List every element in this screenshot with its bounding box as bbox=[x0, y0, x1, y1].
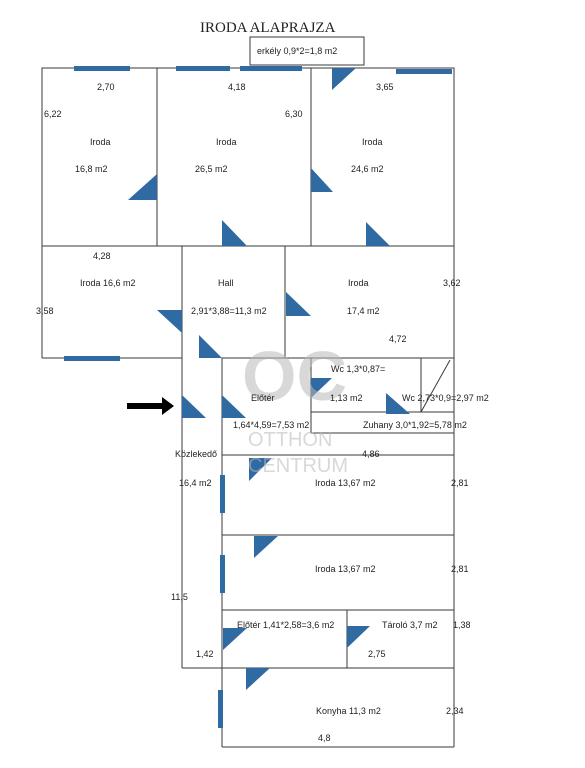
watermark-line1: OTTHON bbox=[248, 429, 332, 451]
eloter1-area: 1,64*4,59=7,53 m2 bbox=[233, 420, 309, 430]
doors bbox=[128, 68, 410, 690]
room-7-name: Iroda 13,67 m2 bbox=[315, 478, 376, 488]
door bbox=[311, 168, 333, 192]
window bbox=[220, 475, 225, 513]
room-1-area: 16,8 m2 bbox=[75, 164, 108, 174]
dim-2-75: 2,75 bbox=[368, 649, 386, 659]
door bbox=[157, 310, 182, 333]
door bbox=[222, 220, 247, 246]
wc1-name: Wc 1,3*0,87= bbox=[331, 364, 385, 374]
door bbox=[311, 378, 332, 398]
tarolo-name: Tároló 3,7 m2 bbox=[382, 620, 438, 630]
plan-title: IRODA ALAPRAJZA bbox=[200, 20, 336, 36]
door bbox=[199, 335, 222, 358]
window bbox=[64, 356, 120, 361]
room-2-area: 26,5 m2 bbox=[195, 164, 228, 174]
window bbox=[218, 690, 223, 728]
door bbox=[182, 395, 206, 418]
balcony-label: erkély 0,9*2=1,8 m2 bbox=[257, 46, 337, 56]
room-8-name: Iroda 13,67 m2 bbox=[315, 564, 376, 574]
dim-4-28: 4,28 bbox=[93, 251, 111, 261]
dim-11-5: 11,5 bbox=[171, 592, 188, 602]
watermark-line2: CENTRUM bbox=[248, 455, 348, 477]
dim-1-42: 1,42 bbox=[196, 649, 214, 659]
door bbox=[332, 68, 356, 90]
dim-2-81-b: 2,81 bbox=[451, 564, 469, 574]
dim-2-81-a: 2,81 bbox=[451, 478, 469, 488]
window bbox=[74, 66, 130, 71]
window bbox=[176, 66, 230, 71]
door bbox=[386, 393, 410, 414]
dim-3-62: 3,62 bbox=[443, 278, 461, 288]
door bbox=[222, 395, 246, 418]
room-3-area: 24,6 m2 bbox=[351, 164, 384, 174]
door bbox=[286, 292, 311, 316]
door bbox=[223, 628, 247, 650]
door bbox=[128, 174, 157, 200]
wc1-area: 1,13 m2 bbox=[330, 393, 363, 403]
dim-4-72: 4,72 bbox=[389, 334, 407, 344]
window bbox=[396, 69, 452, 74]
dim-2-34: 2,34 bbox=[446, 706, 464, 716]
kozlekedo-name: Közlekedő bbox=[175, 449, 217, 459]
dim-1-38: 1,38 bbox=[453, 620, 471, 630]
door bbox=[246, 668, 270, 690]
zuhany-name: Zuhany 3,0*1,92=5,78 m2 bbox=[363, 420, 467, 430]
konyha-name: Konyha 11,3 m2 bbox=[316, 706, 381, 716]
door bbox=[254, 536, 278, 558]
windows bbox=[64, 66, 452, 728]
dim-4-86: 4,86 bbox=[362, 449, 380, 459]
dim-4-18: 4,18 bbox=[228, 82, 246, 92]
room-6-area: 17,4 m2 bbox=[347, 306, 380, 316]
room-6-name: Iroda bbox=[348, 278, 369, 288]
room-3-name: Iroda bbox=[362, 137, 383, 147]
dim-2-70: 2,70 bbox=[97, 82, 115, 92]
entry-arrow bbox=[127, 397, 174, 415]
wc2-name: Wc 2,73*0,9=2,97 m2 bbox=[402, 393, 489, 403]
eloter1-name: Előtér bbox=[251, 393, 275, 403]
room-1-name: Iroda bbox=[90, 137, 111, 147]
room-5-area: 2,91*3,88=11,3 m2 bbox=[191, 306, 267, 316]
dim-3-58: 3,58 bbox=[36, 306, 54, 316]
watermark-logo: OC bbox=[242, 337, 347, 415]
eloter2-name: Előtér 1,41*2,58=3,6 m2 bbox=[237, 620, 334, 630]
window bbox=[220, 555, 225, 593]
dim-3-65: 3,65 bbox=[376, 82, 394, 92]
door bbox=[366, 222, 390, 246]
balcony-box bbox=[249, 36, 365, 66]
kozlekedo-area: 16,4 m2 bbox=[179, 478, 212, 488]
room-2-name: Iroda bbox=[216, 137, 237, 147]
room-5-name: Hall bbox=[218, 278, 234, 288]
door bbox=[347, 626, 370, 648]
room-4-name: Iroda 16,6 m2 bbox=[80, 278, 136, 288]
room-labels: Iroda 16,8 m2 Iroda 26,5 m2 Iroda 24,6 m… bbox=[75, 137, 489, 716]
window bbox=[240, 66, 302, 71]
dim-6-30: 6,30 bbox=[285, 109, 303, 119]
walls bbox=[41, 67, 455, 748]
dim-6-22: 6,22 bbox=[44, 109, 62, 119]
dimension-labels: 2,70 4,18 3,65 6,22 6,30 4,28 3,62 3,58 … bbox=[36, 82, 471, 743]
watermark: OC OTTHON CENTRUM bbox=[242, 337, 348, 477]
door bbox=[249, 458, 272, 481]
dim-4-8: 4,8 bbox=[318, 733, 331, 743]
